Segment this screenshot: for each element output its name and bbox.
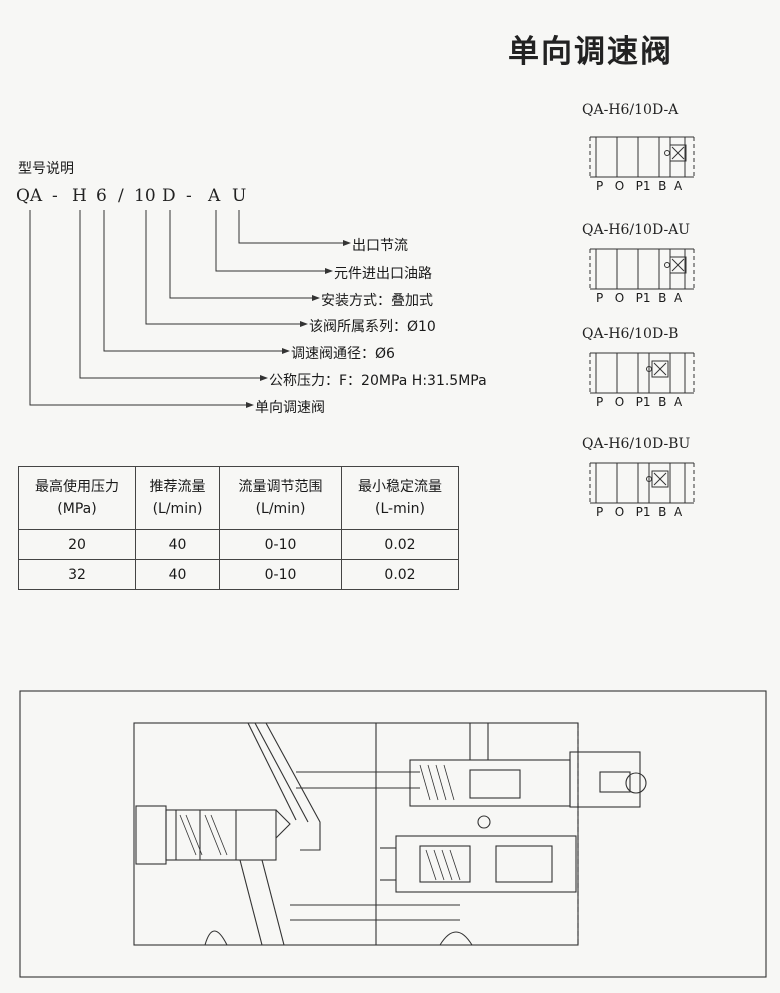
desc-pressure: 公称压力：F：20MPa H:31.5MPa bbox=[269, 373, 487, 389]
code-dash-1: - bbox=[52, 186, 58, 206]
symbol-label: QA-H6/10D-BU bbox=[582, 436, 691, 452]
table-header-row: 最高使用压力 (MPa) 推荐流量 (L/min) 流量调节范围 (L/min)… bbox=[18, 466, 459, 530]
port-labels: P O P1 B A bbox=[596, 291, 683, 305]
table-cell: 0.02 bbox=[341, 529, 459, 560]
table-cell: 32 bbox=[18, 559, 136, 590]
desc-mounting: 安装方式：叠加式 bbox=[321, 293, 433, 309]
symbol-label: QA-H6/10D-B bbox=[582, 326, 679, 342]
table-cell: 0-10 bbox=[219, 559, 342, 590]
code-10: 10 bbox=[134, 186, 156, 206]
symbol-block-b: QA-H6/10D-B P O P1 B A bbox=[582, 326, 772, 416]
table-row: 20 40 0-10 0.02 bbox=[18, 529, 459, 560]
header-flow-range: 流量调节范围 (L/min) bbox=[219, 466, 342, 530]
table-row: 32 40 0-10 0.02 bbox=[18, 559, 459, 590]
code-d: D bbox=[162, 186, 176, 206]
code-6: 6 bbox=[96, 186, 107, 206]
code-h: H bbox=[72, 186, 87, 206]
page-title: 单向调速阀 bbox=[508, 34, 673, 70]
header-min-flow: 最小稳定流量 (L-min) bbox=[341, 466, 459, 530]
symbol-block-au: QA-H6/10D-AU P O P1 B A bbox=[582, 222, 772, 312]
header-max-pressure: 最高使用压力 (MPa) bbox=[18, 466, 136, 530]
symbol-block-a: QA-H6/10D-A P O P1 B A bbox=[582, 102, 772, 193]
header-rec-flow: 推荐流量 (L/min) bbox=[135, 466, 220, 530]
symbol-label: QA-H6/10D-A bbox=[582, 102, 679, 118]
valve-symbol-icon bbox=[589, 248, 695, 290]
code-qa: QA bbox=[16, 186, 43, 206]
desc-series: 该阀所属系列：Ø10 bbox=[309, 319, 436, 335]
table-cell: 40 bbox=[135, 559, 220, 590]
table-cell: 0-10 bbox=[219, 529, 342, 560]
code-a: A bbox=[208, 186, 221, 206]
code-u: U bbox=[232, 186, 247, 206]
valve-symbol-icon bbox=[589, 352, 695, 394]
valve-symbol-icon bbox=[589, 462, 695, 504]
desc-port-path: 元件进出口油路 bbox=[334, 266, 432, 282]
table-cell: 0.02 bbox=[341, 559, 459, 590]
desc-outlet-throttle: 出口节流 bbox=[352, 238, 408, 254]
code-slash: / bbox=[118, 186, 124, 206]
valve-symbol-icon bbox=[589, 136, 695, 178]
code-dash-2: - bbox=[186, 186, 192, 206]
port-labels: P O P1 B A bbox=[596, 179, 683, 193]
symbol-label: QA-H6/10D-AU bbox=[582, 222, 691, 238]
symbol-block-bu: QA-H6/10D-BU P O P1 B A bbox=[582, 436, 772, 526]
port-labels: P O P1 B A bbox=[596, 505, 683, 519]
spec-table: 最高使用压力 (MPa) 推荐流量 (L/min) 流量调节范围 (L/min)… bbox=[18, 466, 459, 590]
desc-bore: 调速阀通径：Ø6 bbox=[291, 346, 395, 362]
desc-valve-type: 单向调速阀 bbox=[255, 400, 325, 416]
port-labels: P O P1 B A bbox=[596, 395, 683, 409]
model-heading: 型号说明 bbox=[18, 161, 74, 177]
